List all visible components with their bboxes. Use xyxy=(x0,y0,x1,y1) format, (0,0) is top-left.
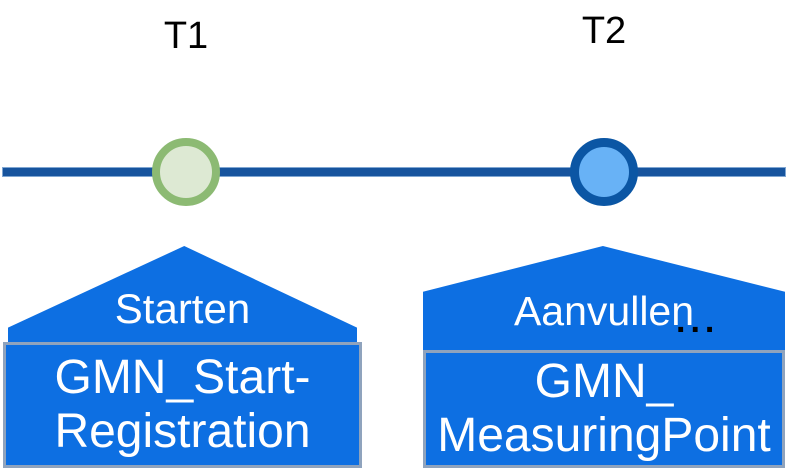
timeline-label-t1: T1 xyxy=(163,15,209,57)
timeline-line xyxy=(3,168,785,176)
artifact-line1: GMN_Start- xyxy=(54,351,311,405)
artifact-box-gmn-start-registration: GMN_Start- Registration xyxy=(3,342,362,468)
artifact-box-gmn-measuringpoint: GMN_ MeasuringPoint xyxy=(423,350,785,468)
text-overflow-ellipsis: ... xyxy=(676,302,720,340)
artifact-line2: MeasuringPoint xyxy=(437,409,771,462)
callout-roof-starten: Starten xyxy=(8,246,357,342)
callout-action-label-starten: Starten xyxy=(114,285,251,332)
timeline-marker-t2-circle xyxy=(570,138,638,206)
artifact-line1: GMN_ xyxy=(534,355,674,409)
timeline-marker-t1-circle xyxy=(152,138,220,206)
callout-roof-aanvullen: Aanvullen xyxy=(423,246,785,350)
timeline-label-t2: T2 xyxy=(581,10,627,52)
callout-action-label-aanvullen: Aanvullen xyxy=(513,288,695,334)
artifact-line2: Registration xyxy=(54,405,311,458)
